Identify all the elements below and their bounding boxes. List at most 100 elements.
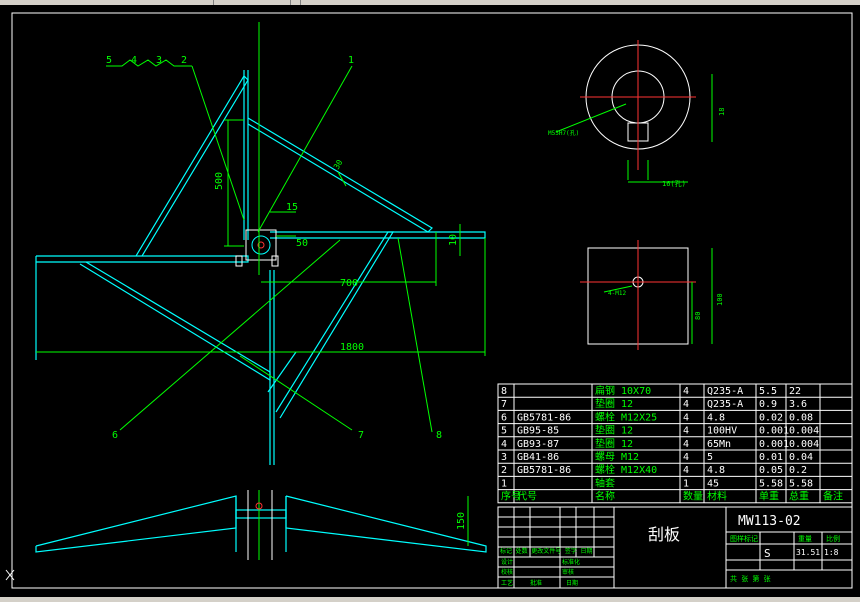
- dim-washer-width: 16(孔): [662, 180, 686, 188]
- dim-500: 500: [214, 172, 225, 190]
- main-view: 5 4 3 2 1 6 7 8 500 15 50 700 1800 10 30: [35, 22, 486, 465]
- plate-detail-view: 4-M12 100 80: [580, 240, 724, 350]
- bom-cell-code: GB93-87: [517, 439, 559, 450]
- dim-700: 700: [340, 278, 358, 289]
- bom-cell-mat: 4.8: [707, 412, 725, 423]
- toolbar-separator: [290, 0, 291, 5]
- leader-label-2: 2: [181, 55, 187, 66]
- bom-cell-mat: 65Mn: [707, 439, 731, 450]
- stage-value: S: [764, 547, 771, 560]
- bom-cell-total: 3.6: [789, 399, 807, 410]
- dim-1800: 1800: [340, 342, 364, 353]
- bom-cell-unit: 0.05: [759, 465, 783, 476]
- bom-cell-qty: 4: [683, 399, 689, 410]
- command-line-bar[interactable]: [0, 597, 860, 602]
- dim-10: 10: [448, 234, 459, 246]
- date-label: 日期: [566, 579, 578, 587]
- bom-cell-mat: 5: [707, 452, 713, 463]
- bom-cell-name: 垫圈 12: [595, 397, 633, 410]
- bom-cell-unit: 0.9: [759, 399, 777, 410]
- dim-30: 30: [332, 158, 345, 171]
- leader-label-5: 5: [106, 55, 112, 66]
- ucs-icon: [5, 569, 15, 581]
- process-label: 工艺: [501, 579, 513, 587]
- dim-50: 50: [296, 238, 308, 249]
- revision-header: 标记 处数 更改文件号 签字 日期: [500, 547, 592, 555]
- bom-header-qty: 数量: [683, 490, 703, 503]
- bom-cell-code: GB95-85: [517, 426, 559, 437]
- bom-cell-total: 0.08: [789, 412, 813, 423]
- bom-cell-no: 6: [501, 412, 507, 423]
- title-block: 刮板 MW113-02 图样标记 重量 比例 S 31.51 1:8 共 张 第…: [497, 506, 853, 589]
- bom-cell-qty: 1: [683, 478, 689, 489]
- bom-cell-total: 22: [789, 386, 801, 397]
- bom-header-name: 名称: [595, 490, 615, 503]
- bom-cell-unit: 0.01: [759, 452, 783, 463]
- bom-header-unit: 单重: [759, 490, 779, 503]
- bom-cell-qty: 4: [683, 452, 689, 463]
- bom-cell-no: 2: [501, 465, 507, 476]
- cad-drawing-canvas[interactable]: 5 4 3 2 1 6 7 8 500 15 50 700 1800 10 30: [0, 5, 860, 597]
- bom-cell-mat: Q235-A: [707, 386, 743, 397]
- dim-plate-height: 80: [694, 312, 702, 320]
- leader-label-1: 1: [348, 55, 354, 66]
- bom-cell-qty: 4: [683, 439, 689, 450]
- bom-cell-unit: 5.58: [759, 478, 783, 489]
- leader-label-6: 6: [112, 430, 118, 441]
- dim-plate-thread: 4-M12: [608, 290, 626, 297]
- bom-header-no: 序号: [501, 490, 521, 503]
- review-label: 审核: [562, 568, 574, 576]
- bom-cell-total: 0.2: [789, 465, 807, 476]
- standard-label: 标准化: [562, 558, 580, 566]
- bom-cell-mat: 4.8: [707, 465, 725, 476]
- bottom-view: 150: [35, 490, 487, 560]
- bom-cell-unit: 5.5: [759, 386, 777, 397]
- stage-label: 图样标记: [730, 534, 758, 543]
- bom-cell-no: 7: [501, 399, 507, 410]
- dim-plate-width: 100: [716, 293, 724, 306]
- weight-label: 重量: [798, 535, 812, 543]
- check-label: 校核: [501, 568, 513, 576]
- dim-washer-height: 18: [718, 108, 726, 116]
- bom-cell-total: 0.04: [789, 452, 813, 463]
- dim-washer-thread: M55H7(孔): [548, 129, 579, 137]
- scale-label: 比例: [826, 534, 840, 543]
- bom-cell-no: 1: [501, 478, 507, 489]
- leader-label-7: 7: [358, 430, 364, 441]
- bom-cell-mat: 45: [707, 478, 719, 489]
- bom-cell-name: 垫圈 12: [595, 437, 633, 450]
- bom-cell-mat: Q235-A: [707, 399, 743, 410]
- design-label: 设计: [501, 558, 513, 566]
- bom-cell-qty: 4: [683, 386, 689, 397]
- sheet-label: 共 张 第 张: [730, 574, 771, 583]
- bom-header-total: 总重: [789, 490, 809, 503]
- bom-cell-unit: 0.001: [759, 426, 789, 437]
- leader-label-3: 3: [156, 55, 162, 66]
- bom-cell-qty: 4: [683, 465, 689, 476]
- dim-15: 15: [286, 202, 298, 213]
- bom-cell-total: 0.004: [789, 439, 819, 450]
- bom-header-code: 代号: [517, 491, 537, 503]
- bom-cell-total: 0.004: [789, 426, 819, 437]
- drawing-border: [11, 12, 853, 589]
- bom-cell-name: 螺母 M12: [595, 451, 639, 463]
- bom-cell-qty: 4: [683, 412, 689, 423]
- scale-value: 1:8: [824, 548, 839, 557]
- bom-cell-name: 螺栓 M12X40: [595, 463, 657, 476]
- bom-cell-code: GB5781-86: [517, 412, 571, 423]
- bom-cell-no: 3: [501, 452, 507, 463]
- dim-150: 150: [456, 512, 467, 530]
- bom-cell-no: 5: [501, 426, 507, 437]
- bom-cell-code: GB5781-86: [517, 465, 571, 476]
- bom-cell-name: 螺栓 M12X25: [595, 410, 657, 423]
- bom-cell-mat: 100HV: [707, 426, 737, 437]
- bom-cell-name: 轴套: [595, 476, 615, 489]
- leader-label-4: 4: [131, 55, 137, 66]
- leader-label-8: 8: [436, 430, 442, 441]
- bom-cell-unit: 0.001: [759, 439, 789, 450]
- bom-header-mat: 材料: [707, 490, 727, 503]
- bom-cell-name: 垫圈 12: [595, 424, 633, 437]
- bom-cell-code: GB41-86: [517, 452, 559, 463]
- washer-detail-view: M55H7(孔) 16(孔) 18: [548, 40, 726, 188]
